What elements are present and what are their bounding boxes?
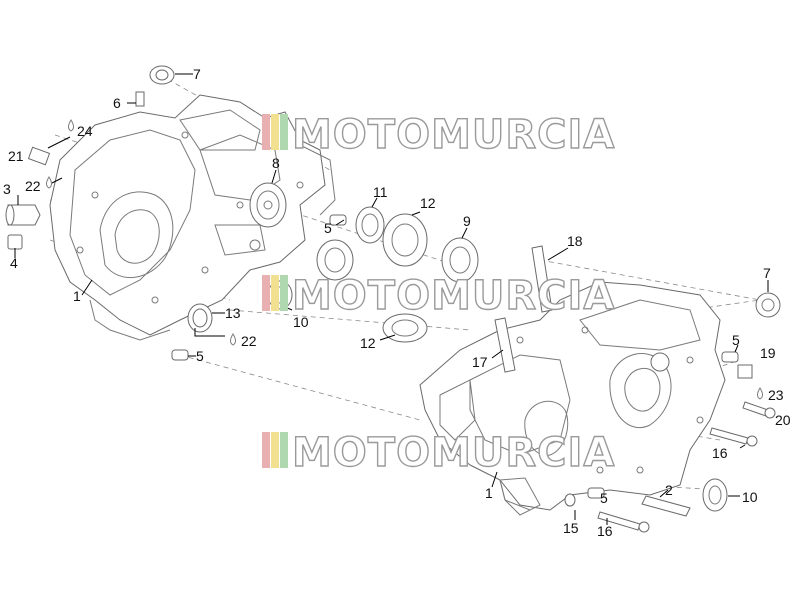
watermark: MOTOMURCIA bbox=[262, 429, 615, 477]
small-parts-left bbox=[5, 65, 347, 361]
part-label: 5 bbox=[196, 348, 204, 364]
part-label: 24 bbox=[77, 123, 93, 139]
part-label: 19 bbox=[760, 345, 776, 361]
part-label: 10 bbox=[742, 489, 758, 505]
watermark: MOTOMURCIA bbox=[262, 111, 615, 159]
part-label: 2 bbox=[665, 482, 673, 498]
part-label: 5 bbox=[732, 332, 740, 348]
part-label: 12 bbox=[420, 195, 436, 211]
part-label: 5 bbox=[600, 490, 608, 506]
part-label: 9 bbox=[463, 213, 471, 229]
part-label: 16 bbox=[712, 445, 728, 461]
oil-drop-icon bbox=[230, 333, 236, 346]
watermark-group: MOTOMURCIA MOTOMURCIA MOTOMURCIA bbox=[262, 111, 615, 477]
part-label: 13 bbox=[225, 305, 241, 321]
watermark: MOTOMURCIA bbox=[262, 272, 615, 320]
part-label: 16 bbox=[597, 523, 613, 539]
oil-drop-icon bbox=[68, 119, 74, 132]
part-label: 18 bbox=[567, 233, 583, 249]
part-label: 12 bbox=[360, 335, 376, 351]
part-label: 20 bbox=[775, 412, 791, 428]
watermark-text: MOTOMURCIA bbox=[292, 273, 615, 319]
part-label: 8 bbox=[272, 155, 280, 171]
part-label: 10 bbox=[293, 314, 309, 330]
oil-drop-icon bbox=[46, 176, 52, 189]
part-label: 22 bbox=[25, 178, 41, 194]
part-label: 17 bbox=[472, 354, 488, 370]
small-parts-right bbox=[494, 245, 781, 533]
part-label: 1 bbox=[485, 485, 493, 501]
watermark-text: MOTOMURCIA bbox=[292, 430, 615, 476]
lubricant-drops bbox=[46, 119, 763, 400]
part-label: 22 bbox=[241, 333, 257, 349]
part-label: 3 bbox=[3, 181, 11, 197]
part-label: 6 bbox=[113, 95, 121, 111]
part-labels: 7 6 24 21 22 3 4 1 8 11 12 9 5 13 22 10 … bbox=[3, 66, 791, 539]
right-crankcase-half bbox=[419, 281, 726, 516]
leader-lines bbox=[14, 73, 769, 525]
part-label: 21 bbox=[8, 148, 24, 164]
left-crankcase-half bbox=[49, 94, 336, 341]
part-label: 11 bbox=[373, 184, 388, 200]
part-label: 4 bbox=[10, 255, 18, 271]
part-label: 23 bbox=[768, 387, 784, 403]
part-label: 7 bbox=[763, 265, 771, 281]
part-label: 7 bbox=[193, 66, 201, 82]
part-label: 1 bbox=[73, 288, 81, 304]
oil-drop-icon bbox=[757, 387, 763, 400]
part-label: 5 bbox=[324, 220, 332, 236]
watermark-text: MOTOMURCIA bbox=[292, 112, 615, 158]
part-label: 15 bbox=[563, 520, 579, 536]
